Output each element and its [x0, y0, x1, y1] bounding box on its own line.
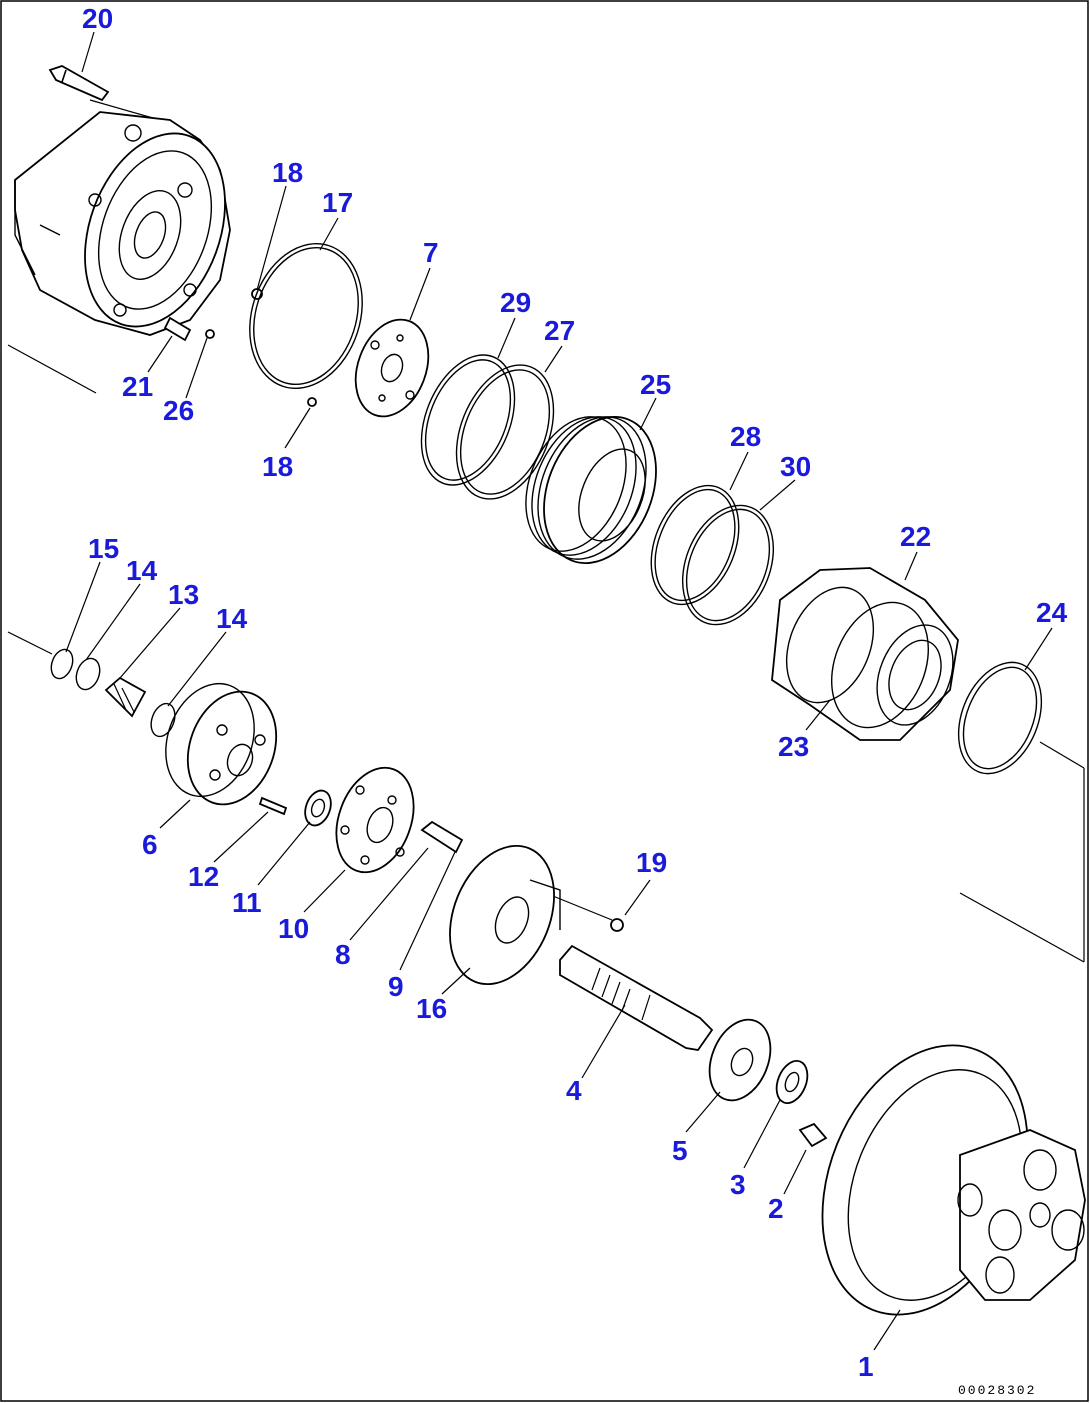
part-30-ring: [681, 504, 775, 626]
drawing-code: 00028302: [958, 1383, 1036, 1398]
part-10-retainer-plate: [335, 766, 415, 874]
part-4-shaft: [559, 944, 714, 1051]
part-28-ring: [650, 484, 740, 606]
part-8-piston: [420, 820, 464, 854]
label-14-second: 14: [216, 603, 248, 634]
label-27: 27: [544, 315, 575, 346]
label-16: 16: [416, 993, 447, 1024]
label-3: 3: [730, 1169, 746, 1200]
label-2: 2: [768, 1193, 784, 1224]
label-17: 17: [322, 187, 353, 218]
label-12: 12: [188, 861, 219, 892]
motor-case-housing: [14, 111, 231, 336]
part-12-pin: [258, 796, 288, 816]
part-16-swash-plate: [449, 844, 561, 986]
part-7-plate: [354, 318, 430, 418]
part-number-labels: 20 18 17 7 29 27 25 28 30 22 24 23 21 26…: [82, 3, 1068, 1382]
label-29: 29: [500, 287, 531, 318]
part-14-washer-b: [150, 702, 176, 738]
part-25-brake-piston: [525, 415, 657, 565]
label-18-bottom: 18: [262, 451, 293, 482]
part-1-hub: [821, 1044, 1086, 1316]
part-19-ball: [610, 918, 624, 932]
label-25: 25: [640, 369, 671, 400]
label-14-first: 14: [126, 555, 158, 586]
part-17-o-ring: [249, 242, 363, 390]
part-18-balls: [251, 288, 317, 407]
label-9: 9: [388, 971, 404, 1002]
label-6: 6: [142, 829, 158, 860]
label-20: 20: [82, 3, 113, 34]
part-11-ball-guide: [304, 789, 332, 827]
label-24: 24: [1036, 597, 1068, 628]
part-5-plate: [708, 1018, 772, 1102]
center-lines: [7, 99, 1085, 963]
label-23: 23: [778, 731, 809, 762]
label-30: 30: [780, 451, 811, 482]
part-29-ring: [420, 354, 516, 486]
part-15-snap-ring: [50, 648, 74, 680]
part-14-washer-a: [75, 657, 101, 691]
label-8: 8: [335, 939, 351, 970]
label-18-top: 18: [272, 157, 303, 188]
part-24-ring: [957, 661, 1043, 775]
part-22-23-block: [771, 567, 959, 741]
label-11: 11: [232, 887, 262, 918]
label-4: 4: [566, 1075, 582, 1106]
label-15: 15: [88, 533, 119, 564]
part-2-bushing: [798, 1122, 828, 1148]
label-1: 1: [858, 1351, 874, 1382]
part-27-ring: [455, 364, 555, 500]
label-7: 7: [423, 237, 439, 268]
part-20-bolt: [48, 65, 110, 102]
part-6-cylinder-block: [165, 682, 278, 806]
label-13: 13: [168, 579, 199, 610]
label-28: 28: [730, 421, 761, 452]
label-21: 21: [122, 371, 153, 402]
label-5: 5: [672, 1135, 688, 1166]
label-19: 19: [636, 847, 667, 878]
label-26: 26: [163, 395, 194, 426]
label-10: 10: [278, 913, 309, 944]
label-22: 22: [900, 521, 931, 552]
part-21-26-pins: [163, 316, 215, 342]
part-13-spring: [104, 676, 147, 718]
part-3-bearing: [775, 1060, 809, 1104]
leader-lines: [65, 31, 1053, 1351]
